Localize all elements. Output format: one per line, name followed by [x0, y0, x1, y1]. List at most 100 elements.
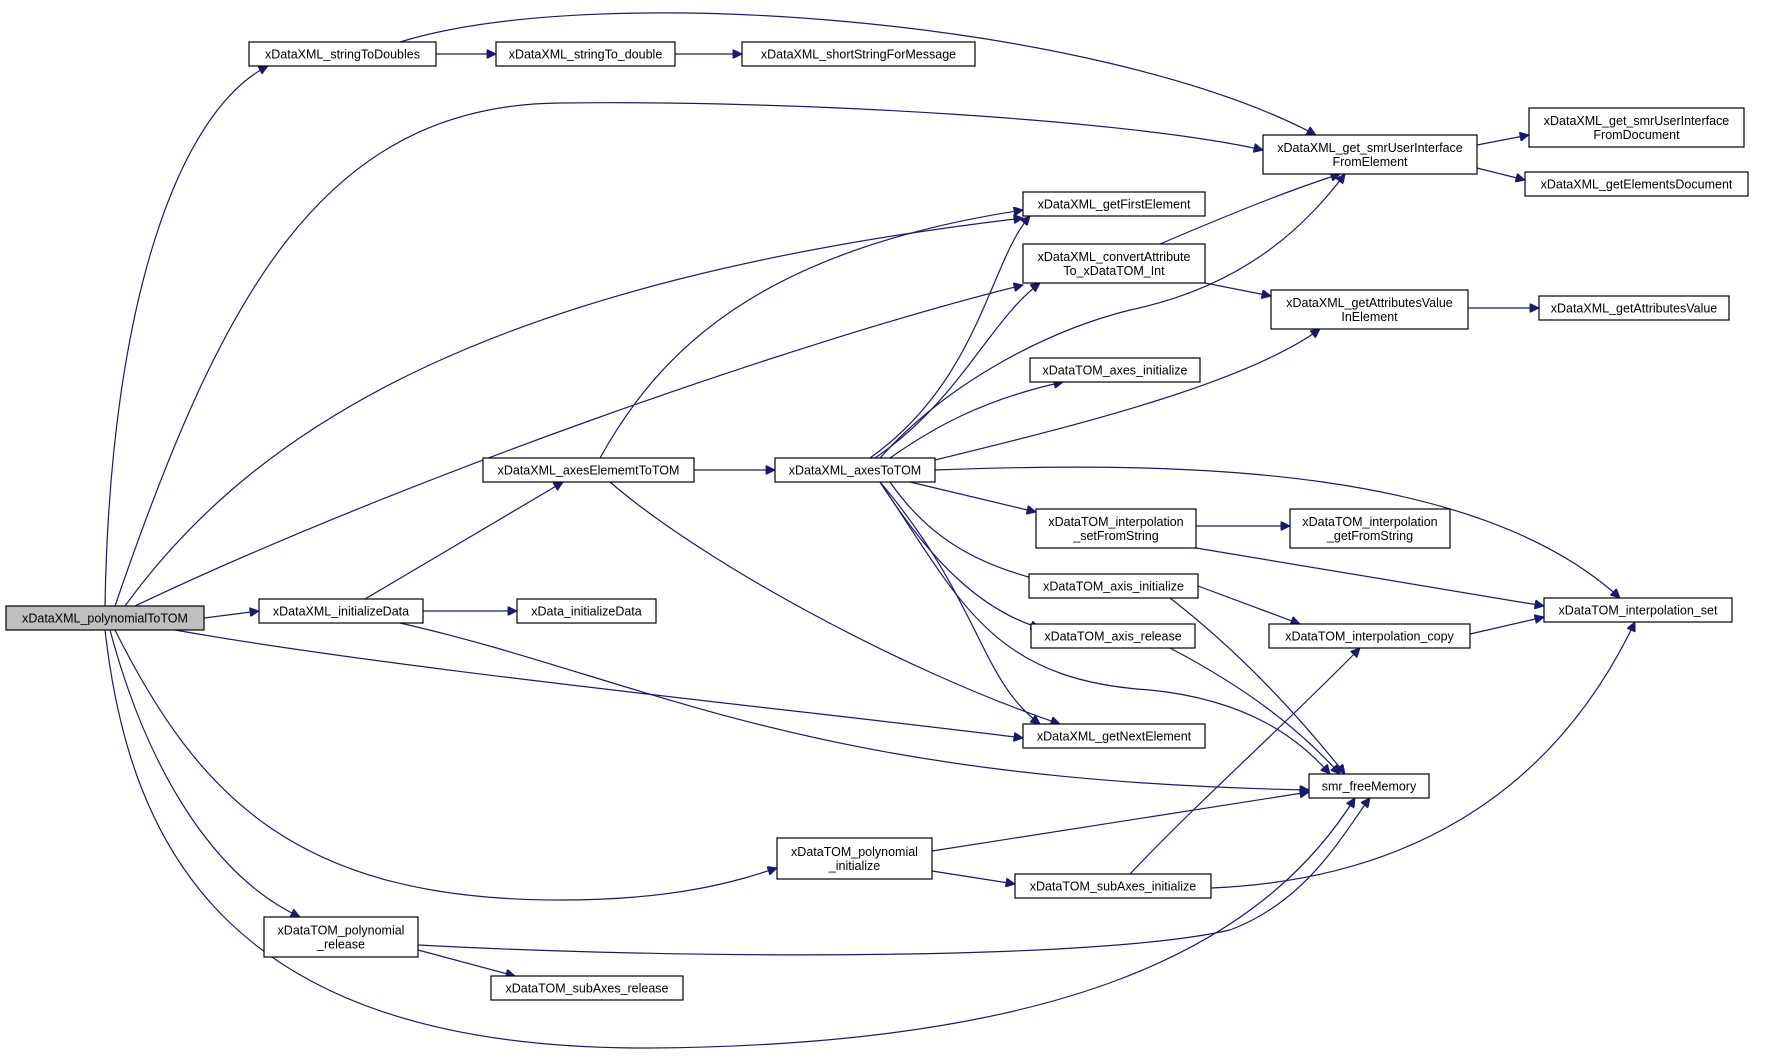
node-axesElemToTOM[interactable]: xDataXML_axesElememtToTOM: [482, 457, 695, 483]
node-interpSetFromString[interactable]: xDataTOM_interpolation_setFromString: [1035, 508, 1197, 549]
node-box[interactable]: [1022, 191, 1206, 217]
edge-polyToTOM-to-initializeData: [203, 611, 259, 619]
edge-polyToTOM-to-getFirstElement: [124, 218, 1023, 607]
node-box[interactable]: [1030, 623, 1196, 649]
node-label: xDataTOM_axis_release: [1044, 630, 1181, 644]
node-box[interactable]: [1029, 357, 1201, 383]
node-box[interactable]: [1289, 508, 1451, 549]
node-box[interactable]: [482, 457, 695, 483]
edge-axesToTOM-to-getAttrValueInElement: [934, 329, 1320, 461]
edge-polyToTOM-to-polyRelease: [109, 629, 300, 917]
node-box[interactable]: [1262, 134, 1478, 175]
edge-getSmrFromElement-to-getSmrFromDocument: [1476, 135, 1529, 146]
node-box[interactable]: [490, 975, 684, 1001]
node-freeMemory[interactable]: smr_freeMemory: [1308, 773, 1430, 799]
node-box[interactable]: [5, 605, 205, 631]
node-box[interactable]: [776, 837, 933, 880]
node-box[interactable]: [1022, 243, 1206, 284]
edge-polyRelease-to-freeMemory: [417, 798, 1370, 956]
node-polyToTOM[interactable]: xDataXML_polynomialToTOM: [5, 605, 205, 631]
node-box[interactable]: [495, 41, 676, 67]
nodes-layer: xDataXML_polynomialToTOM xDataXML_stringT…: [5, 41, 1749, 1001]
edge-axesToTOM-to-axisRelease: [879, 481, 1040, 628]
node-shortString[interactable]: xDataXML_shortStringForMessage: [741, 41, 976, 67]
node-getElementsDocument[interactable]: xDataXML_getElementsDocument: [1524, 171, 1749, 197]
node-label: xDataXML_polynomialToTOM: [22, 612, 188, 626]
node-interpCopy[interactable]: xDataTOM_interpolation_copy: [1268, 623, 1471, 649]
node-getSmrFromDocument[interactable]: xDataXML_get_smrUserInterfaceFromDocumen…: [1528, 107, 1745, 148]
node-box[interactable]: [1035, 508, 1197, 549]
node-polyRelease[interactable]: xDataTOM_polynomial_release: [263, 916, 419, 958]
node-box[interactable]: [1528, 107, 1745, 148]
edge-getSmrFromElement-to-getElementsDocument: [1476, 167, 1525, 180]
node-getNextElement[interactable]: xDataXML_getNextElement: [1022, 723, 1206, 749]
node-interpGetFromString[interactable]: xDataTOM_interpolation_getFromString: [1289, 508, 1451, 549]
node-polyInit[interactable]: xDataTOM_polynomial_initialize: [776, 837, 933, 880]
node-label: xDataXML_initializeData: [273, 605, 409, 619]
node-axesInit[interactable]: xDataTOM_axes_initialize: [1029, 357, 1201, 383]
node-label: xDataTOM_interpolation: [1302, 515, 1437, 529]
node-box[interactable]: [1524, 171, 1749, 197]
node-getFirstElement[interactable]: xDataXML_getFirstElement: [1022, 191, 1206, 217]
edge-convertAttr-to-getAttrValueInElement: [1204, 282, 1271, 296]
node-box[interactable]: [1538, 295, 1730, 321]
edge-polyToTOM-to-freeMemory: [104, 629, 1355, 1049]
node-box[interactable]: [1268, 623, 1471, 649]
node-label: smr_freeMemory: [1322, 780, 1417, 794]
node-label: xDataTOM_axis_initialize: [1043, 580, 1184, 594]
node-label: _initialize: [828, 859, 880, 873]
node-label: xDataTOM_polynomial: [791, 845, 918, 859]
node-box[interactable]: [1270, 289, 1469, 330]
edge-axesToTOM-to-getFirstElement: [869, 216, 1030, 459]
edge-axisInit-to-interpCopy: [1197, 585, 1300, 624]
edge-interpSetFromString-to-interpSet: [1195, 547, 1544, 606]
edge-axesToTOM-to-convertAttr: [874, 283, 1040, 459]
node-interpSet[interactable]: xDataTOM_interpolation_set: [1543, 597, 1733, 623]
node-label: _getFromString: [1326, 529, 1413, 543]
node-label: xDataTOM_interpolation: [1048, 515, 1183, 529]
node-box[interactable]: [1308, 773, 1430, 799]
node-box[interactable]: [263, 916, 419, 958]
node-subAxesRelease[interactable]: xDataTOM_subAxes_release: [490, 975, 684, 1001]
node-label: xDataXML_getNextElement: [1037, 730, 1192, 744]
node-label: xDataXML_get_smrUserInterface: [1277, 141, 1463, 155]
node-initializeData[interactable]: xDataXML_initializeData: [258, 598, 424, 624]
node-box[interactable]: [1022, 723, 1206, 749]
node-axesToTOM[interactable]: xDataXML_axesToTOM: [774, 457, 936, 483]
edge-strToDoubles-to-getSmrFromElement: [399, 12, 1316, 136]
edge-axesToTOM-to-getSmrFromElement: [879, 174, 1345, 459]
node-subAxesInit[interactable]: xDataTOM_subAxes_initialize: [1014, 873, 1212, 899]
node-box[interactable]: [1014, 873, 1212, 899]
node-box[interactable]: [1543, 597, 1733, 623]
node-label: InElement: [1341, 310, 1398, 324]
edge-axesElemToTOM-to-getFirstElement: [599, 210, 1023, 459]
edge-axesToTOM-to-interpSet: [934, 466, 1620, 598]
node-box[interactable]: [516, 598, 657, 624]
edge-polyToTOM-to-convertAttr: [134, 285, 1023, 607]
edge-axesToTOM-to-axesInit: [889, 382, 1063, 459]
edge-polyToTOM-to-getNextElement: [174, 629, 1023, 738]
node-label: xDataTOM_polynomial: [278, 924, 405, 938]
node-axisRelease[interactable]: xDataTOM_axis_release: [1030, 623, 1196, 649]
node-box[interactable]: [258, 598, 424, 624]
edges-layer: [104, 12, 1635, 1049]
node-box[interactable]: [248, 41, 437, 67]
node-label: xDataTOM_subAxes_initialize: [1030, 880, 1197, 894]
node-strToDouble[interactable]: xDataXML_stringTo_double: [495, 41, 676, 67]
node-xDataInitData[interactable]: xData_initializeData: [516, 598, 657, 624]
node-box[interactable]: [1028, 573, 1199, 599]
node-box[interactable]: [774, 457, 936, 483]
node-strToDoubles[interactable]: xDataXML_stringToDoubles: [248, 41, 437, 67]
edge-axisInit-to-freeMemory: [1169, 597, 1345, 774]
edge-polyInit-to-freeMemory: [931, 792, 1309, 852]
edge-initializeData-to-freeMemory: [399, 622, 1309, 790]
node-label: xData_initializeData: [531, 605, 642, 619]
edge-axesToTOM-to-freeMemory: [879, 481, 1330, 774]
node-box[interactable]: [741, 41, 976, 67]
node-axisInit[interactable]: xDataTOM_axis_initialize: [1028, 573, 1199, 599]
node-getAttrValue[interactable]: xDataXML_getAttributesValue: [1538, 295, 1730, 321]
